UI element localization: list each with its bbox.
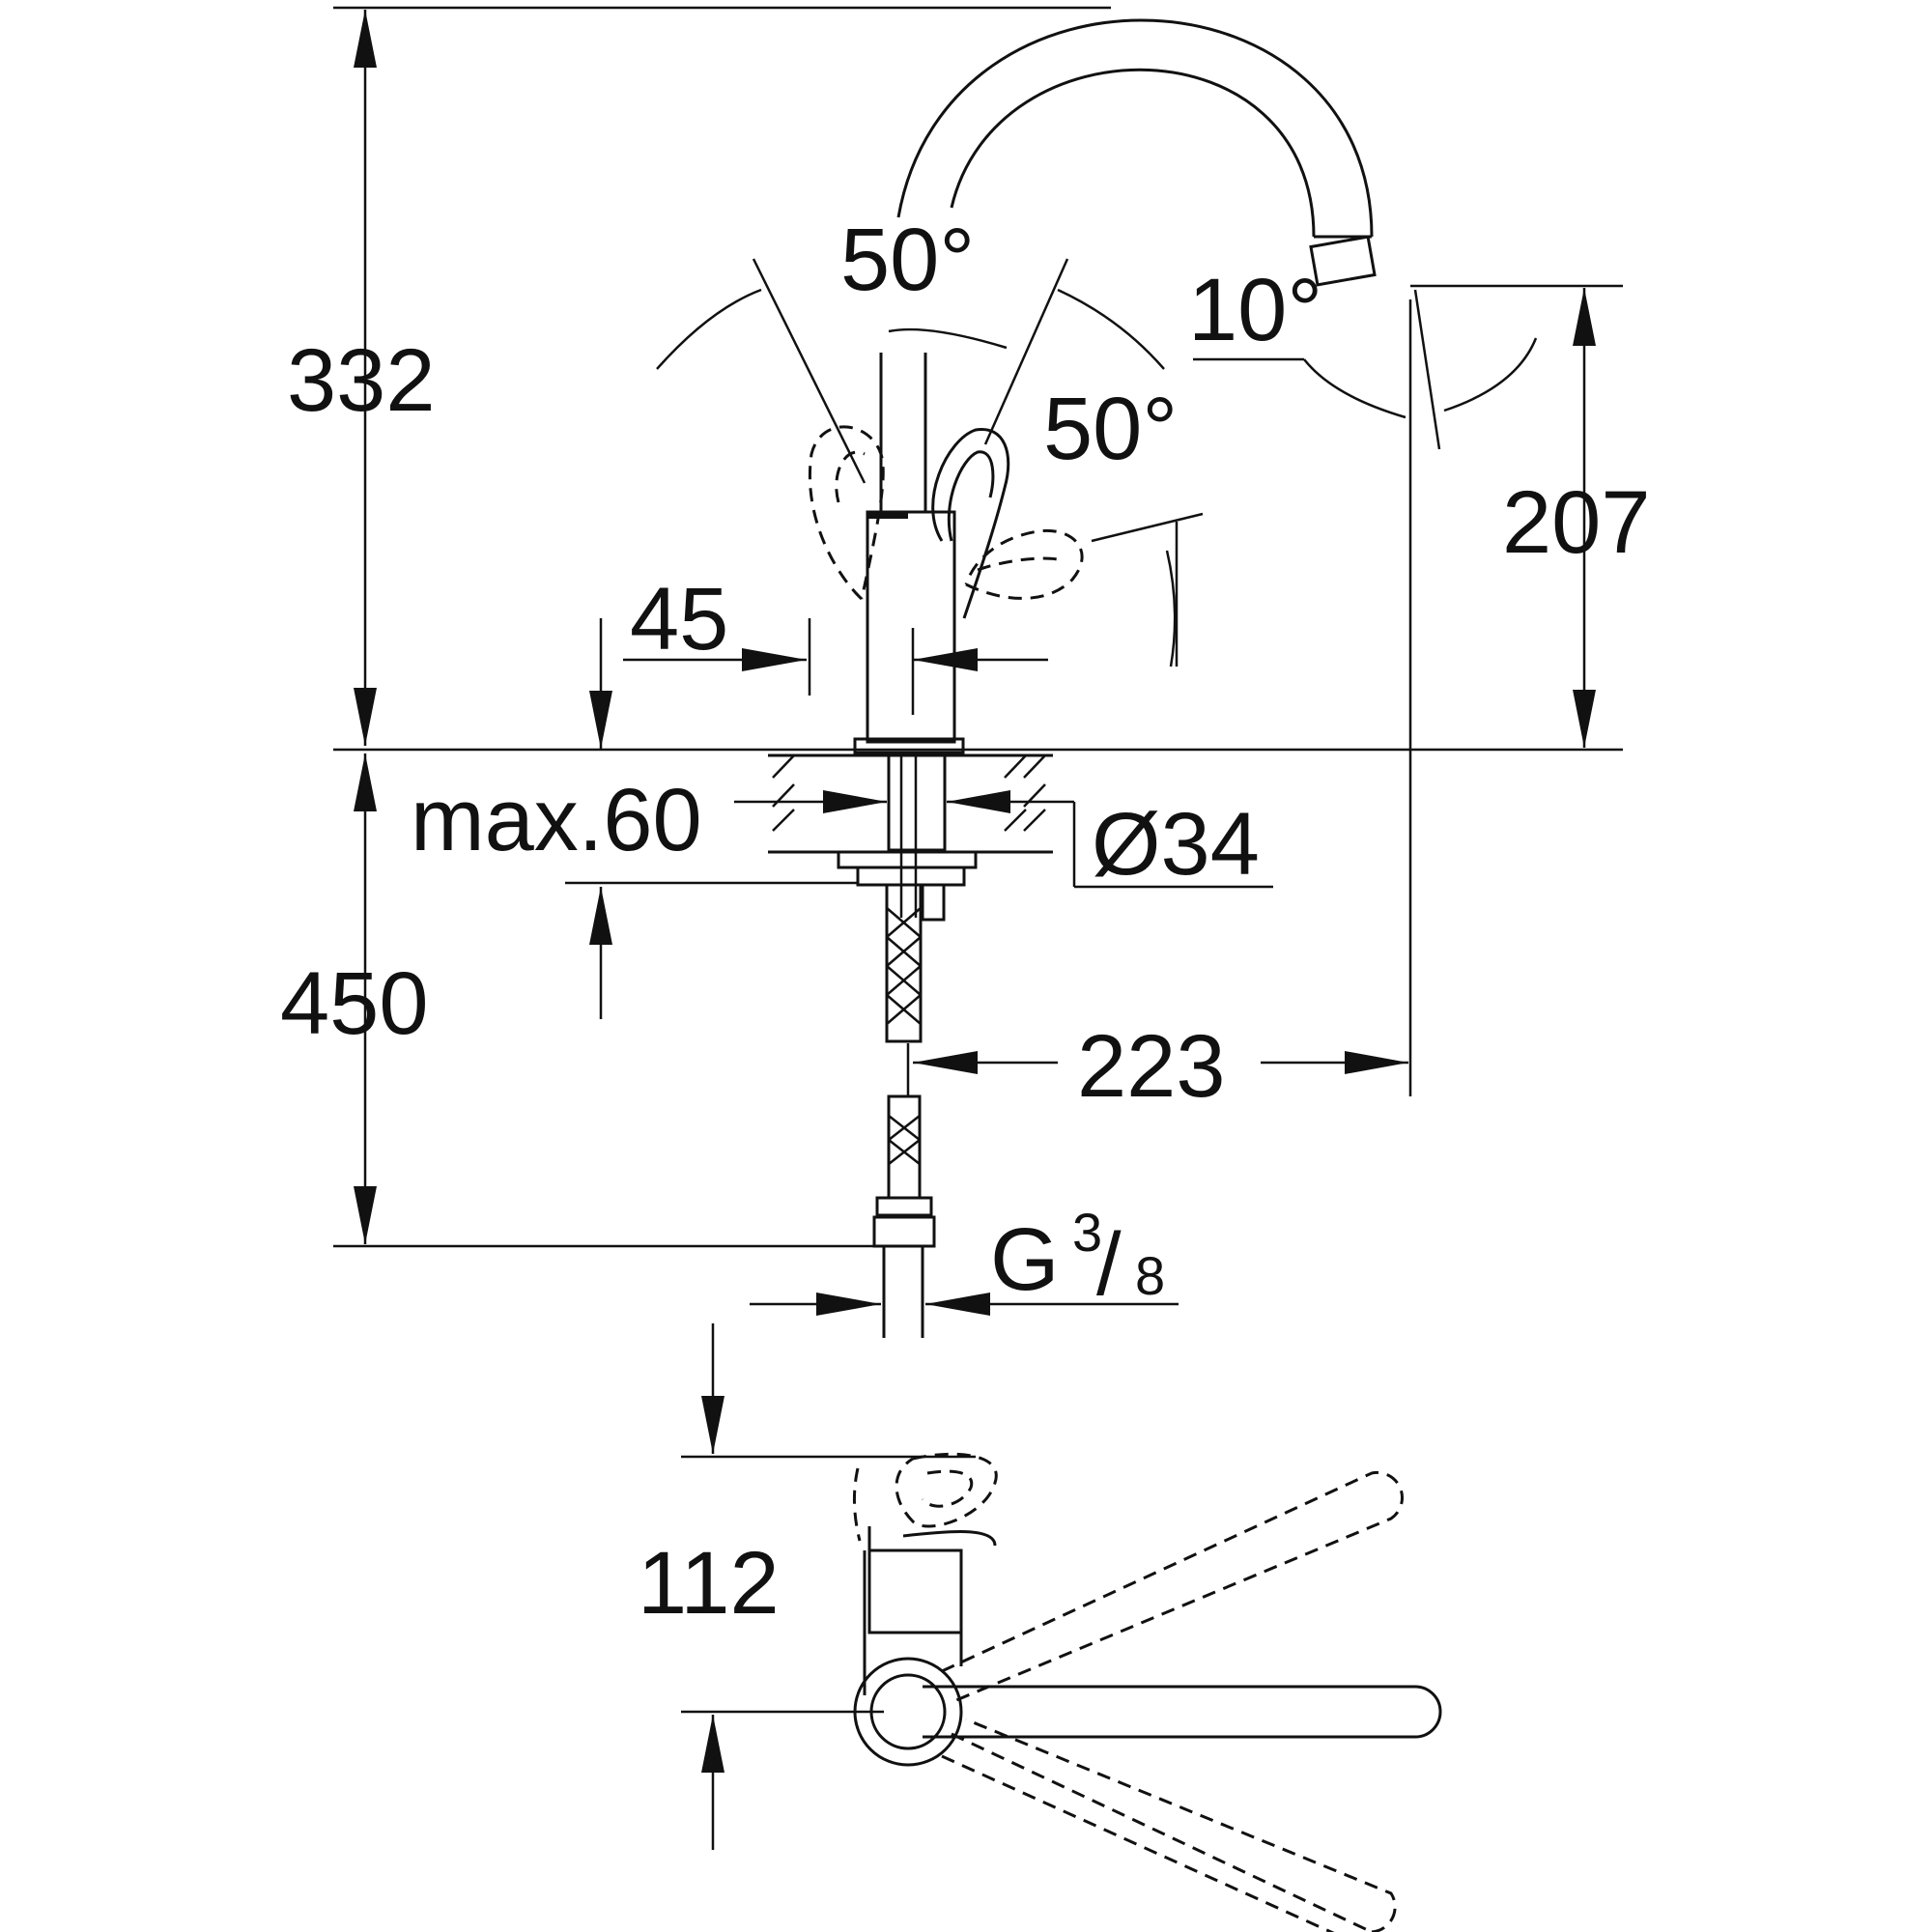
label-112: 112 (638, 1534, 780, 1633)
lever-angle-lines (656, 258, 1204, 668)
label-450: 450 (280, 954, 429, 1053)
dim-34-line (734, 790, 1273, 889)
dim-207-line (1573, 288, 1596, 748)
dim-223-line (913, 1051, 1408, 1074)
label-223: 223 (1077, 1017, 1226, 1116)
top-view (852, 1452, 1442, 1932)
label-207: 207 (1502, 473, 1651, 572)
spout (896, 18, 1377, 287)
lever-solid (931, 428, 1010, 619)
label-thread-numerator: 3 (1072, 1202, 1102, 1263)
dim-450-line (354, 753, 377, 1244)
label-angle-left: 50° (840, 211, 975, 309)
label-angle-right: 50° (1043, 380, 1178, 478)
dim-max60-line (565, 618, 858, 1019)
dim-332-line (354, 10, 377, 746)
faucet-body (866, 353, 956, 744)
spout-tilt-indicator (1193, 289, 1538, 450)
dim-g38-line (750, 1293, 1179, 1316)
label-max60: max.60 (411, 771, 702, 869)
label-45: 45 (630, 570, 728, 668)
dim-45-line (623, 618, 1048, 715)
countertop-section (768, 737, 1053, 918)
label-thread-g: G (990, 1210, 1060, 1309)
label-332: 332 (287, 331, 436, 430)
reference-lines (333, 6, 1623, 1248)
label-angle-spout: 10° (1188, 261, 1322, 359)
label-thread-slash: / (1096, 1215, 1122, 1314)
label-thread-denominator: 8 (1135, 1245, 1165, 1306)
supply-hose (872, 883, 946, 1338)
dim-112-line (681, 1323, 976, 1850)
lever-ghost-left (809, 425, 885, 601)
lever-ghost-right (964, 528, 1084, 600)
label-diameter-34: Ø34 (1092, 795, 1260, 894)
